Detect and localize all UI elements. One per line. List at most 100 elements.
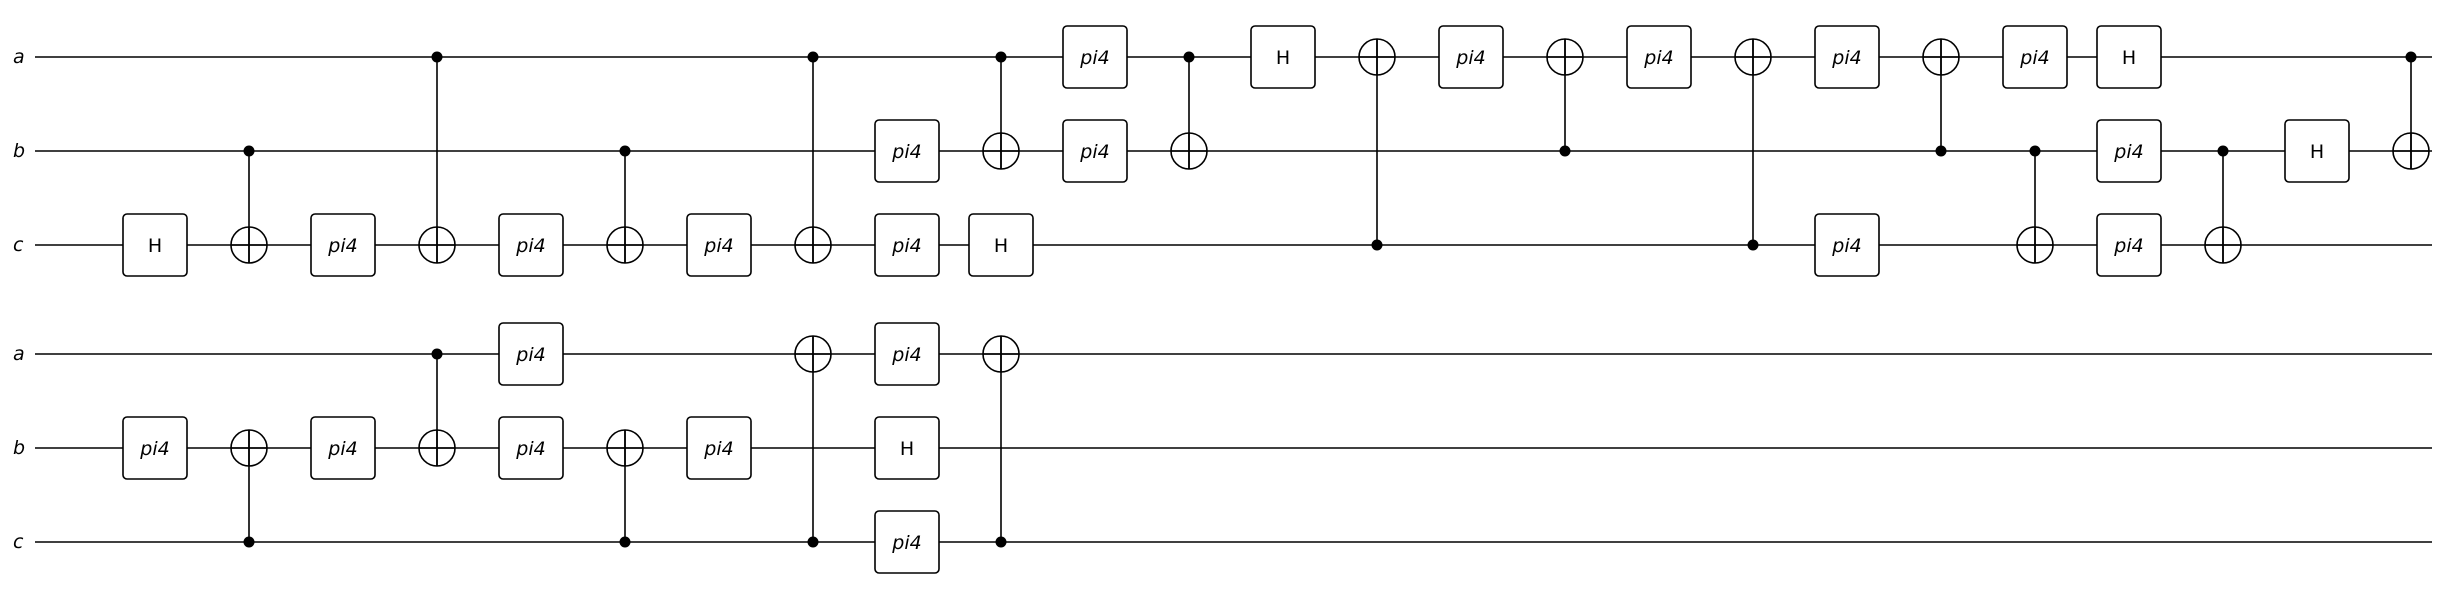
cnot-gate xyxy=(2392,51,2430,170)
pi4-gate: pi4 xyxy=(1626,25,1692,89)
control-dot-icon xyxy=(1371,239,1383,251)
gate-label: pi4 xyxy=(891,344,921,366)
gate-box xyxy=(874,416,940,480)
pi4-gate: pi4 xyxy=(310,213,376,277)
pi4-gate: pi4 xyxy=(1062,25,1128,89)
gate-box xyxy=(874,510,940,574)
control-dot-icon xyxy=(243,145,255,157)
pi4-gate: pi4 xyxy=(2096,213,2162,277)
pi4-gate: pi4 xyxy=(498,213,564,277)
cnot-gate xyxy=(230,429,268,548)
gate-box xyxy=(498,213,564,277)
hadamard-gate: H xyxy=(2284,119,2350,183)
pi4-gate: pi4 xyxy=(498,322,564,386)
pi4-gate: pi4 xyxy=(686,213,752,277)
control-dot-icon xyxy=(1935,145,1947,157)
gate-label: pi4 xyxy=(327,235,357,257)
control-dot-icon xyxy=(431,348,443,360)
gate-box xyxy=(310,213,376,277)
control-dot-icon xyxy=(431,51,443,63)
wire-label-b: b xyxy=(13,140,25,162)
gate-label: H xyxy=(148,235,162,257)
gate-label: pi4 xyxy=(891,235,921,257)
gate-box xyxy=(310,416,376,480)
gate-label: H xyxy=(994,235,1008,257)
pi4-gate: pi4 xyxy=(310,416,376,480)
cnot-gate xyxy=(418,51,456,264)
gate-label: pi4 xyxy=(2019,47,2049,69)
control-dot-icon xyxy=(807,536,819,548)
pi4-gate: pi4 xyxy=(1814,213,1880,277)
gate-box xyxy=(1814,213,1880,277)
gate-label: H xyxy=(1276,47,1290,69)
pi4-gate: pi4 xyxy=(874,322,940,386)
cnot-gate xyxy=(794,335,832,548)
control-dot-icon xyxy=(1747,239,1759,251)
hadamard-gate: H xyxy=(968,213,1034,277)
gate-label: pi4 xyxy=(139,438,169,460)
gate-box xyxy=(1626,25,1692,89)
cnot-gate xyxy=(2204,145,2242,264)
pi4-gate: pi4 xyxy=(874,510,940,574)
gate-label: pi4 xyxy=(1831,47,1861,69)
gate-label: pi4 xyxy=(327,438,357,460)
control-dot-icon xyxy=(2217,145,2229,157)
gate-label: H xyxy=(900,438,914,460)
gate-box xyxy=(1250,25,1316,89)
pi4-gate: pi4 xyxy=(2096,119,2162,183)
gate-box xyxy=(874,119,940,183)
cnot-gate xyxy=(1546,38,1584,157)
cnot-gate xyxy=(606,429,644,548)
gate-label: pi4 xyxy=(1455,47,1485,69)
gate-box xyxy=(968,213,1034,277)
cnot-gate xyxy=(1358,38,1396,251)
gate-box xyxy=(1438,25,1504,89)
cnot-gate xyxy=(982,335,1020,548)
hadamard-gate: H xyxy=(2096,25,2162,89)
control-dot-icon xyxy=(619,145,631,157)
pi4-gate: pi4 xyxy=(874,119,940,183)
cnot-gate xyxy=(794,51,832,264)
gate-label: pi4 xyxy=(891,532,921,554)
control-dot-icon xyxy=(2029,145,2041,157)
pi4-gate: pi4 xyxy=(1814,25,1880,89)
gate-label: H xyxy=(2122,47,2136,69)
gate-box xyxy=(874,322,940,386)
gate-box xyxy=(2002,25,2068,89)
gate-box xyxy=(874,213,940,277)
gate-box xyxy=(498,322,564,386)
pi4-gate: pi4 xyxy=(122,416,188,480)
cnot-gate xyxy=(418,348,456,467)
pi4-gate: pi4 xyxy=(498,416,564,480)
gate-label: pi4 xyxy=(515,438,545,460)
cnot-gate xyxy=(1170,51,1208,170)
gate-box xyxy=(122,213,188,277)
pi4-gate: pi4 xyxy=(686,416,752,480)
cnot-gate xyxy=(606,145,644,264)
gate-label: pi4 xyxy=(2113,141,2143,163)
control-dot-icon xyxy=(243,536,255,548)
control-dot-icon xyxy=(1559,145,1571,157)
gate-box xyxy=(1062,119,1128,183)
cnot-gate xyxy=(230,145,268,264)
pi4-gate: pi4 xyxy=(1062,119,1128,183)
gate-label: pi4 xyxy=(703,438,733,460)
gate-box xyxy=(686,213,752,277)
gate-label: pi4 xyxy=(1831,235,1861,257)
gate-label: pi4 xyxy=(891,141,921,163)
hadamard-gate: H xyxy=(1250,25,1316,89)
pi4-gate: pi4 xyxy=(2002,25,2068,89)
gate-box xyxy=(2096,25,2162,89)
wire-label-a: a xyxy=(13,46,25,68)
gate-label: pi4 xyxy=(515,235,545,257)
control-dot-icon xyxy=(995,51,1007,63)
gate-box xyxy=(1814,25,1880,89)
wire-label-a: a xyxy=(13,343,25,365)
gate-label: pi4 xyxy=(1079,141,1109,163)
gate-box xyxy=(122,416,188,480)
gate-box xyxy=(1062,25,1128,89)
gate-box xyxy=(686,416,752,480)
